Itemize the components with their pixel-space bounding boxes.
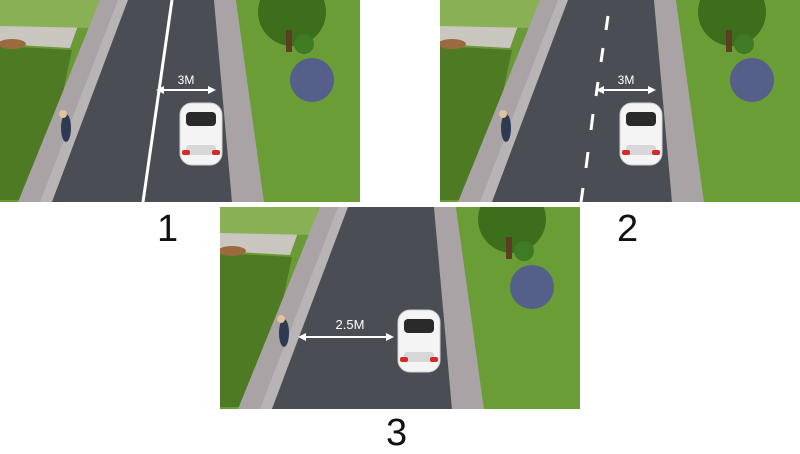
log [0,39,26,49]
grass-patch [0,0,110,28]
right-sidewalk [654,0,704,202]
grass-patch [440,0,550,28]
panel-number-2: 2 [617,208,639,250]
left-curb [40,0,128,202]
left-curb [260,207,348,409]
tree [478,207,546,253]
right-sidewalk [434,207,484,409]
dashed-lane-line [579,15,610,202]
distance-arrow [298,333,394,341]
panel-3: 2.5M [220,207,580,409]
grass-shadow [220,253,292,407]
tree-trunk [506,237,512,259]
right-grass [456,207,580,409]
panel-2: 3M [440,0,800,202]
panel-number-1: 1 [157,208,179,250]
grass-shadow [440,46,512,200]
solid-lane-line [141,0,174,202]
pedestrian [277,315,289,347]
right-grass [676,0,800,202]
pedestrian [59,110,71,142]
tree-trunk [286,30,292,52]
shrub [734,34,754,54]
pedestrian [499,110,511,142]
distance-label: 3M [178,73,195,87]
tree-trunk [726,30,732,52]
scene-3: 2.5M [220,207,580,409]
flower-bush [510,265,554,309]
scene-1: 3M [0,0,360,202]
right-sidewalk [214,0,264,202]
distance-label: 3M [618,73,635,87]
scene-2: 3M [440,0,800,202]
left-curb [480,0,568,202]
grass-patch [220,207,330,235]
distance-arrow [156,86,216,94]
log [440,39,466,49]
right-grass [236,0,360,202]
flower-bush [730,58,774,102]
shrub [294,34,314,54]
grass-shadow [0,46,72,200]
distance-arrow [596,86,656,94]
panel-1: 3M [0,0,360,202]
panel-number-3: 3 [386,412,408,454]
tree [258,0,326,46]
flower-bush [290,58,334,102]
tree [698,0,766,46]
white-car [619,102,663,166]
white-car [397,309,441,373]
white-car [179,102,223,166]
shrub [514,241,534,261]
log [220,246,246,256]
distance-label: 2.5M [336,317,365,332]
